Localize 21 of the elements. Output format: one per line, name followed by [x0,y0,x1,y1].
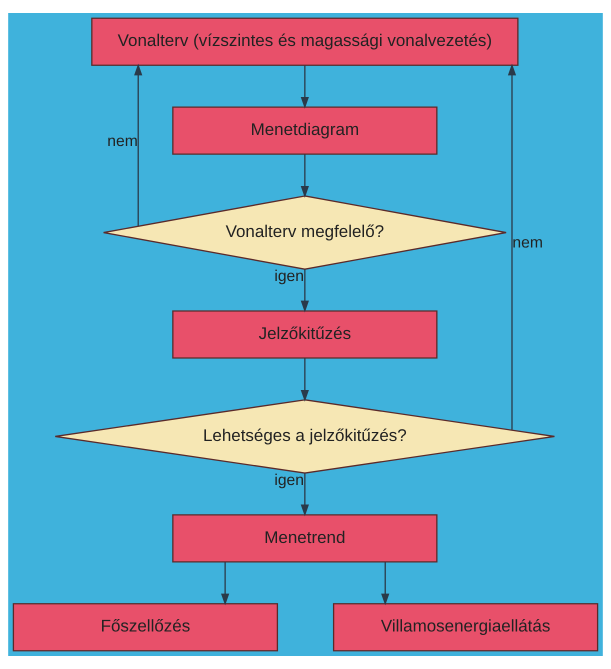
node-diamond: Vonalterv megfelelő? [102,195,507,270]
edge-label: nem [107,133,138,150]
arrow [300,154,309,198]
edge-label: igen [274,472,304,489]
arrow [300,269,309,312]
arrow [300,66,309,109]
node-diamond: Lehetséges a jelzőkitűzés? [54,399,556,474]
node-box: Vonalterv (vízszintes és magassági vonalvezetés) [91,18,519,66]
arrow [300,473,309,516]
arrow [381,562,390,606]
arrow [134,64,142,226]
node-box: Menetrend [172,514,438,563]
node-box: Villamosenergiaellátás [332,603,598,652]
edge-label: nem [512,234,543,252]
arrow [221,562,230,606]
node-box: Főszellőzés [12,603,278,652]
arrow [508,64,516,430]
edge-label: igen [274,268,304,285]
arrow [300,358,309,402]
node-box: Jelzőkitűzés [172,310,438,359]
node-box: Menetdiagram [172,106,438,155]
